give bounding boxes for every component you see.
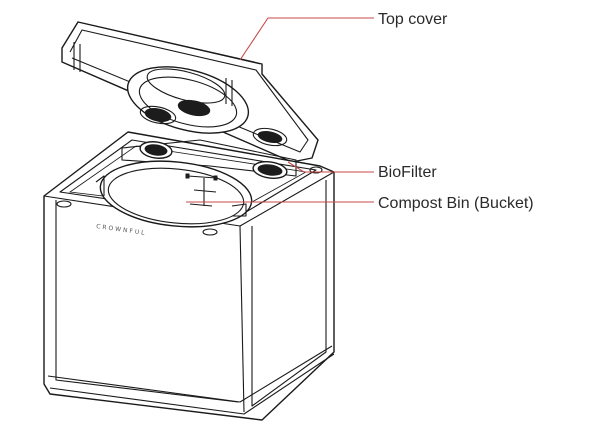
biofilter-label: BioFilter [378,164,437,181]
compost-bin [95,160,253,228]
top-cover-leader [239,17,374,61]
top-cover-label: Top cover [378,11,448,28]
top-cover [61,21,319,163]
biofilter-leader [287,161,374,173]
compost-bin-label: Compost Bin (Bucket) [378,195,534,212]
biofilter [139,141,288,179]
